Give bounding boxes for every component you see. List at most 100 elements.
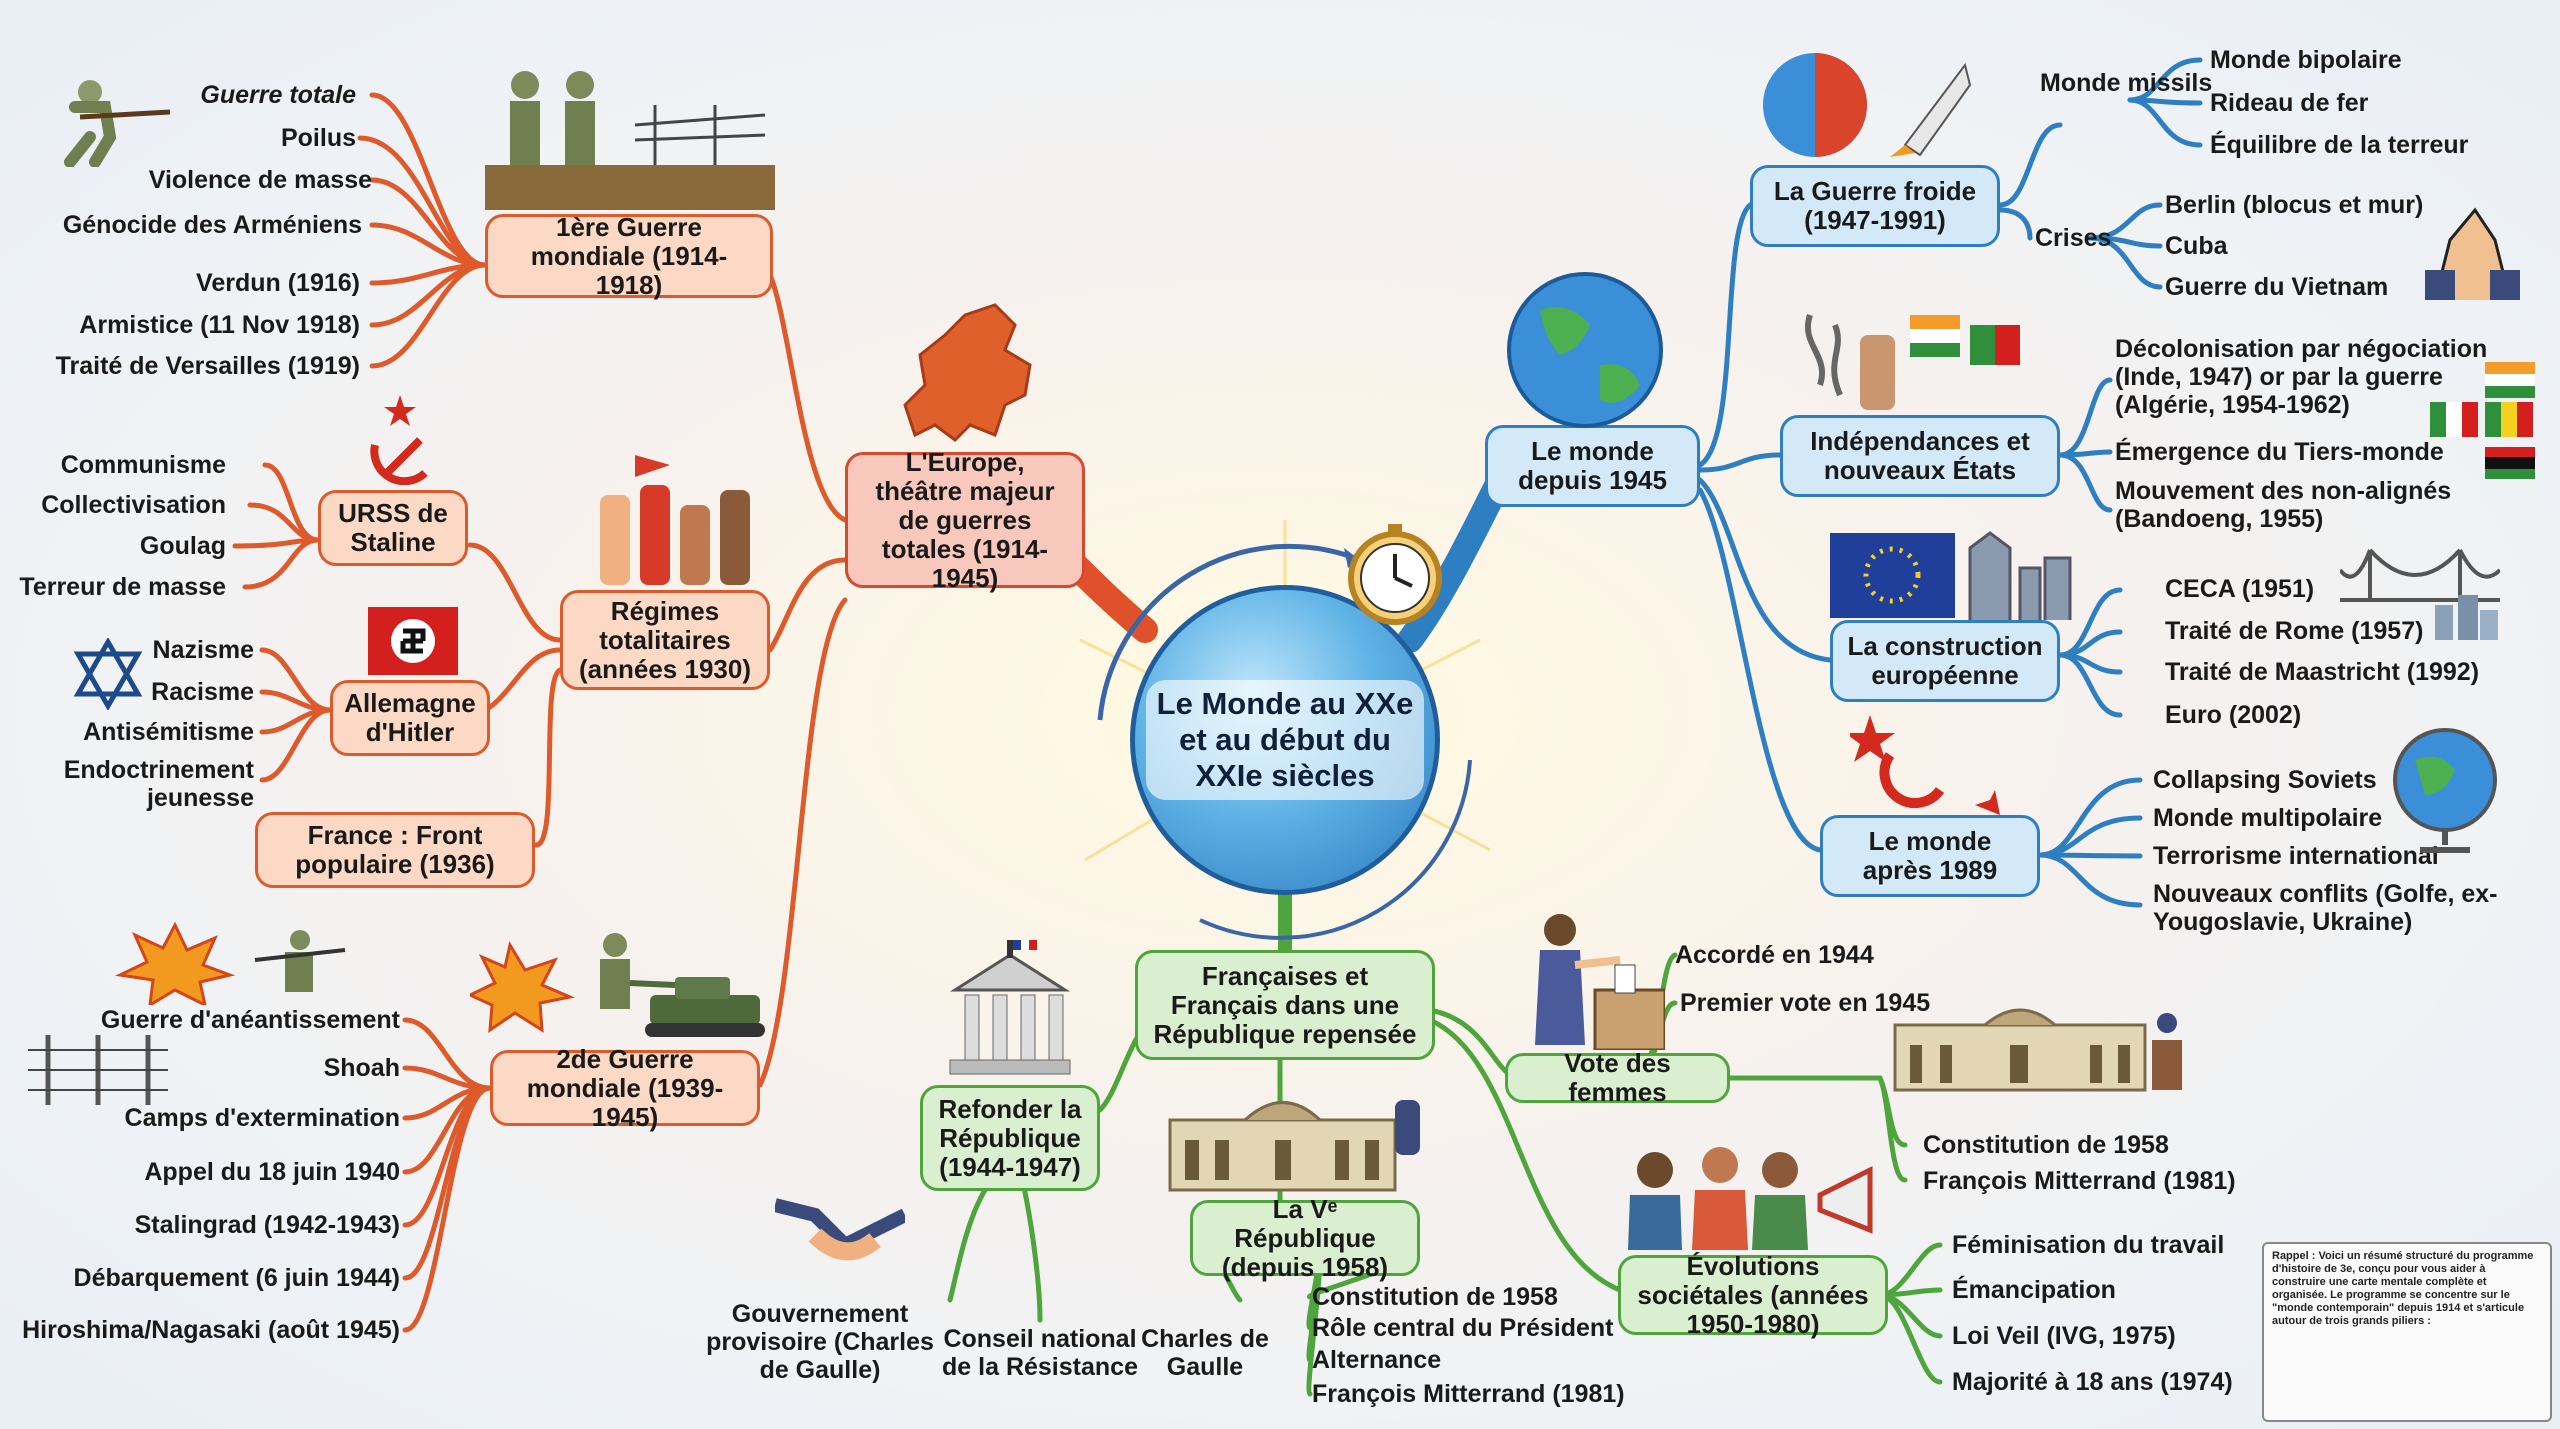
missiles-leaf-1: Monde bipolaire <box>2210 46 2402 74</box>
woman-voting-icon <box>1535 914 1665 1050</box>
urss-leaf-4: Terreur de masse <box>19 573 226 601</box>
european-construction-node[interactable]: La construction européenne <box>1830 620 2060 702</box>
eu-leaf-4: Euro (2002) <box>2165 701 2302 729</box>
government-building-icon <box>949 940 1071 1075</box>
independence-leaf-2: Émergence du Tiers-monde <box>2115 438 2444 466</box>
societal-node[interactable]: Évolutions sociétales (années 1950-1980) <box>1618 1251 1888 1338</box>
urss-leaf-3: Goulag <box>139 532 226 560</box>
missiles-leaf-2: Rideau de fer <box>2210 89 2369 117</box>
handshake-arm-wrestling-icon <box>2425 207 2520 300</box>
societal-leaf-1: Féminisation du travail <box>1952 1231 2225 1259</box>
societal-leaf-2: Émancipation <box>1952 1276 2116 1304</box>
bridge-skyline-icon <box>2340 548 2500 640</box>
eu-leaf-2: Traité de Rome (1957) <box>2165 617 2424 645</box>
raised-fists-icon <box>600 455 750 585</box>
ww2-leaf-7: Hiroshima/Nagasaki (août 1945) <box>22 1316 400 1344</box>
vote-right-leaf-1: Constitution de 1958 <box>1923 1131 2169 1159</box>
assembly-building-icon <box>1893 1008 2182 1092</box>
globe-rocket-icon <box>1763 53 1972 157</box>
urss-leaf-2: Collectivisation <box>41 491 226 519</box>
ww2-leaf-4: Appel du 18 juin 1940 <box>144 1158 400 1186</box>
elysee-palace-icon <box>1168 1100 1420 1192</box>
vote-leaf-2: Premier vote en 1945 <box>1680 989 1931 1017</box>
trench-soldiers-icon <box>485 71 775 210</box>
refonder-leaf-2: Conseil national de la Résistance <box>942 1325 1138 1381</box>
ww2-leaf-1: Guerre d'anéantissement <box>100 1006 400 1034</box>
germany-node[interactable]: Allemagne d'Hitler <box>330 680 490 756</box>
crises-label: Crises <box>2035 224 2112 252</box>
vote-leaf-1: Accordé en 1944 <box>1675 941 1874 969</box>
societal-leaf-3: Loi Veil (IVG, 1975) <box>1952 1322 2176 1350</box>
crises-leaf-3: Guerre du Vietnam <box>2165 273 2389 301</box>
independence-leaf-3: Mouvement des non-alignés (Bandoeng, 195… <box>2115 477 2452 533</box>
eu-flag-bridge-icon <box>1830 531 2072 620</box>
hammer-sickle-icon <box>370 395 428 485</box>
ww1-leaf-4: Génocide des Arméniens <box>62 211 362 239</box>
ww1-leaf-2: Poilus <box>280 124 356 152</box>
after-1989-leaf-4: Nouveaux conflits (Golfe, ex-Yougoslavie… <box>2153 880 2498 936</box>
globe-icon <box>1507 272 1663 428</box>
crises-leaf-1: Berlin (blocus et mur) <box>2165 191 2424 219</box>
after-1989-leaf-3: Terrorisme international <box>2153 842 2439 870</box>
collapsing-soviet-icon <box>1850 715 2000 815</box>
barbed-wire-fence-icon <box>28 1035 168 1105</box>
clock-icon <box>1348 524 1442 625</box>
germany-leaf-1: Nazisme <box>152 636 254 664</box>
refonder-node[interactable]: Refonder la République (1944-1947) <box>920 1085 1100 1191</box>
ww2-leaf-6: Débarquement (6 juin 1944) <box>73 1264 400 1292</box>
broken-chains-flags-icon <box>1805 314 2020 410</box>
urss-leaf-1: Communisme <box>60 451 226 479</box>
ww1-node[interactable]: 1ère Guerre mondiale (1914-1918) <box>485 212 773 299</box>
soldier-icon <box>64 80 171 167</box>
fifth-leaf-1: Constitution de 1958 <box>1312 1283 1558 1311</box>
crises-leaf-2: Cuba <box>2165 232 2228 260</box>
independence-node[interactable]: Indépendances et nouveaux États <box>1780 415 2060 497</box>
independence-leaf-1: Décolonisation par négociation (Inde, 19… <box>2115 335 2488 419</box>
europe-map-icon <box>903 303 1032 442</box>
ww1-leaf-7: Traité de Versailles (1919) <box>55 352 360 380</box>
fifth-republic-node[interactable]: La Vᵉ République (depuis 1958) <box>1190 1194 1420 1281</box>
germany-leaf-3: Antisémitisme <box>83 718 254 746</box>
totalitarian-node[interactable]: Régimes totalitaires (années 1930) <box>560 590 770 690</box>
central-globe: Le Monde au XXe et au début du XXIe sièc… <box>1130 585 1440 895</box>
tank-battle-icon <box>470 933 765 1037</box>
ww2-leaf-3: Camps d'extermination <box>124 1104 400 1132</box>
world-branch-node[interactable]: Le monde depuis 1945 <box>1485 425 1700 507</box>
societal-leaf-4: Majorité à 18 ans (1974) <box>1952 1368 2233 1396</box>
summary-note: Rappel : Voici un résumé structuré du pr… <box>2262 1242 2552 1422</box>
ww2-leaf-2: Shoah <box>323 1054 400 1082</box>
womens-vote-node[interactable]: Vote des femmes <box>1505 1049 1730 1107</box>
europe-branch-node[interactable]: L'Europe, théâtre majeur de guerres tota… <box>845 447 1085 592</box>
cold-war-node[interactable]: La Guerre froide (1947-1991) <box>1750 165 2000 247</box>
missiles-leaf-3: Équilibre de la terreur <box>2210 131 2469 159</box>
after-1989-node[interactable]: Le monde après 1989 <box>1820 815 2040 897</box>
ww2-node[interactable]: 2de Guerre mondiale (1939-1945) <box>490 1044 760 1131</box>
germany-leaf-4: Endoctrinement jeunesse <box>63 756 254 812</box>
after-1989-leaf-1: Collapsing Soviets <box>2153 766 2377 794</box>
vote-right-leaf-2: François Mitterrand (1981) <box>1923 1167 2236 1195</box>
national-flags-icon <box>2430 362 2535 479</box>
handshake-icon <box>775 1198 905 1261</box>
germany-leaf-2: Racisme <box>151 678 254 706</box>
france-branch-node[interactable]: Françaises et Français dans une Républiq… <box>1135 950 1435 1060</box>
nazi-flag-icon <box>368 607 458 675</box>
fifth-leaf-3: Alternance <box>1312 1346 1442 1374</box>
front-populaire-node[interactable]: France : Front populaire (1936) <box>255 812 535 888</box>
women-megaphone-icon <box>1628 1147 1873 1250</box>
ww1-leaf-1: Guerre totale <box>200 81 356 109</box>
explosion-soldier-icon <box>115 921 346 1005</box>
after-1989-leaf-2: Monde multipolaire <box>2153 804 2383 832</box>
eu-leaf-1: CECA (1951) <box>2165 575 2315 603</box>
missiles-label: Monde missils <box>2040 69 2213 97</box>
ww1-leaf-3: Violence de masse <box>148 166 372 194</box>
star-of-david-icon <box>73 638 143 710</box>
desk-globe-icon <box>2393 728 2497 853</box>
eu-leaf-3: Traité de Maastricht (1992) <box>2165 658 2480 686</box>
urss-node[interactable]: URSS de Staline <box>318 490 468 566</box>
ww2-leaf-5: Stalingrad (1942-1943) <box>134 1211 400 1239</box>
fifth-leaf-2: Rôle central du Président <box>1312 1314 1614 1342</box>
refonder-leaf-1: Gouvernement provisoire (Charles de Gaul… <box>706 1300 934 1384</box>
ww1-leaf-6: Armistice (11 Nov 1918) <box>79 311 360 339</box>
charles-de-gaulle-label: Charles de Gaulle <box>1141 1325 1269 1381</box>
ww1-leaf-5: Verdun (1916) <box>196 269 360 297</box>
